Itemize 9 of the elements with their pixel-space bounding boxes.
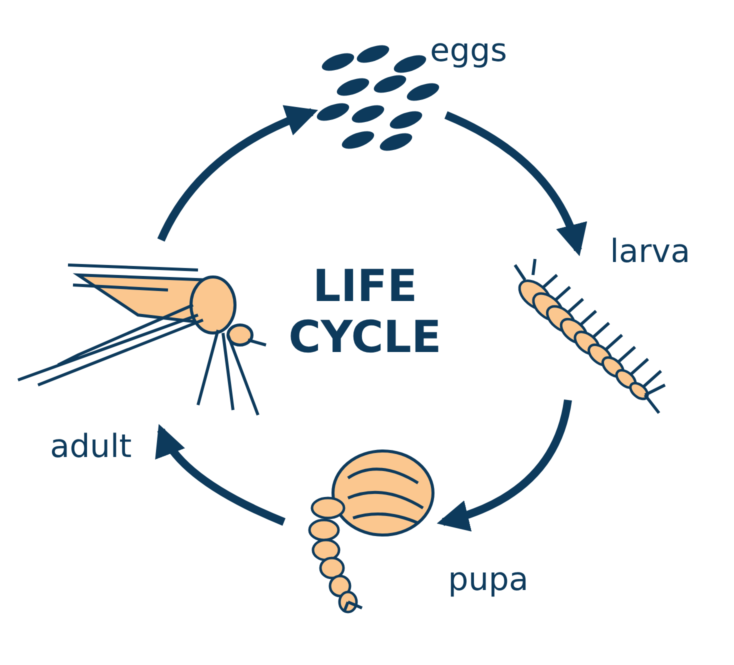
stage-label: larva	[610, 235, 690, 267]
diagram-title: LIFE CYCLE	[288, 262, 442, 364]
stage-label: eggs	[430, 34, 507, 66]
cycle-arrow	[157, 106, 318, 242]
cycle-arrow	[444, 111, 586, 256]
cycle-arrow	[157, 424, 286, 526]
stage-label: pupa	[448, 563, 529, 595]
cycle-arrow	[436, 399, 572, 531]
stage-label: adult	[50, 430, 132, 462]
